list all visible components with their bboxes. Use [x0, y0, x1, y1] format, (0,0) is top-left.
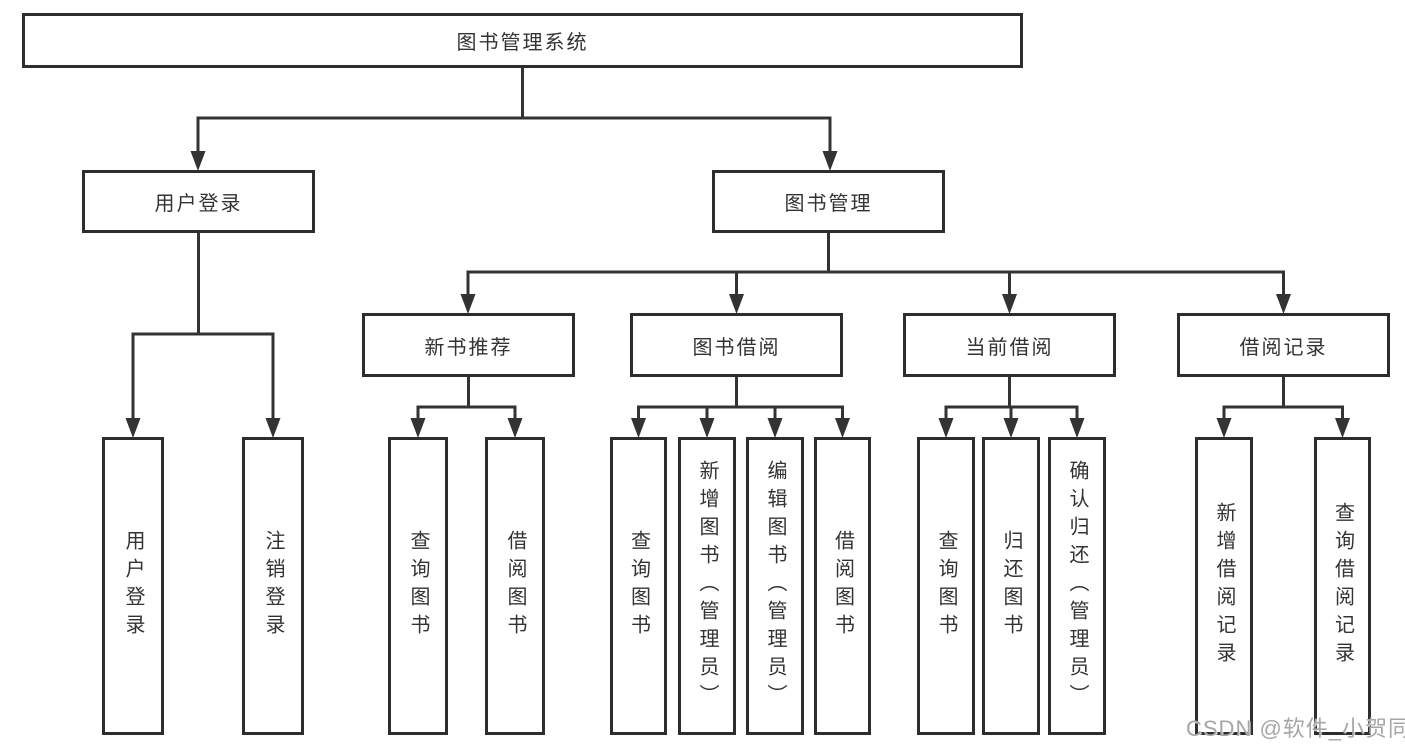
- leaf-edit-book-admin: 编辑图书（管理员）: [746, 437, 804, 735]
- leaf-label: 借阅图书: [504, 530, 526, 642]
- leaf-return-book: 归还图书: [982, 437, 1040, 735]
- node-book-borrow: 图书借阅: [630, 313, 843, 377]
- leaf-label: 借阅图书: [831, 530, 854, 642]
- leaf-label: 查询图书: [407, 530, 429, 642]
- node-borrow-records: 借阅记录: [1177, 313, 1390, 377]
- leaf-label: 编辑图书（管理员）: [764, 460, 786, 712]
- leaf-query-books-borrow: 查询图书: [610, 437, 667, 735]
- leaf-confirm-return-admin: 确认归还（管理员）: [1048, 437, 1106, 735]
- leaf-borrow-books-recommend: 借阅图书: [485, 437, 545, 735]
- leaf-label: 注销登录: [262, 530, 284, 642]
- node-current-borrow: 当前借阅: [903, 313, 1116, 377]
- node-new-book-recommend: 新书推荐: [362, 313, 575, 377]
- leaf-label: 查询图书: [935, 530, 957, 642]
- leaf-add-borrow-record: 新增借阅记录: [1195, 437, 1253, 735]
- leaf-query-books-current: 查询图书: [917, 437, 975, 735]
- leaf-user-login: 用户登录: [102, 437, 164, 735]
- node-book-management: 图书管理: [712, 170, 945, 233]
- leaf-label: 归还图书: [1000, 530, 1022, 642]
- leaf-logout: 注销登录: [242, 437, 304, 735]
- leaf-label: 用户登录: [122, 530, 144, 642]
- leaf-query-books-recommend: 查询图书: [388, 437, 448, 735]
- leaf-label: 确认归还（管理员）: [1066, 460, 1088, 712]
- node-user-login: 用户登录: [82, 170, 315, 233]
- arrowhead-icons: [125, 151, 1350, 438]
- watermark-text: CSDN @软件_小贺同学: [1186, 716, 1405, 741]
- leaf-label: 查询借阅记录: [1331, 502, 1354, 670]
- leaf-label: 新增借阅记录: [1213, 502, 1235, 670]
- leaf-query-borrow-record: 查询借阅记录: [1314, 437, 1371, 735]
- leaf-add-book-admin: 新增图书（管理员）: [678, 437, 736, 735]
- leaf-label: 查询图书: [627, 530, 650, 642]
- leaf-label: 新增图书（管理员）: [696, 460, 718, 712]
- leaf-borrow-books: 借阅图书: [814, 437, 871, 735]
- node-root: 图书管理系统: [22, 13, 1023, 68]
